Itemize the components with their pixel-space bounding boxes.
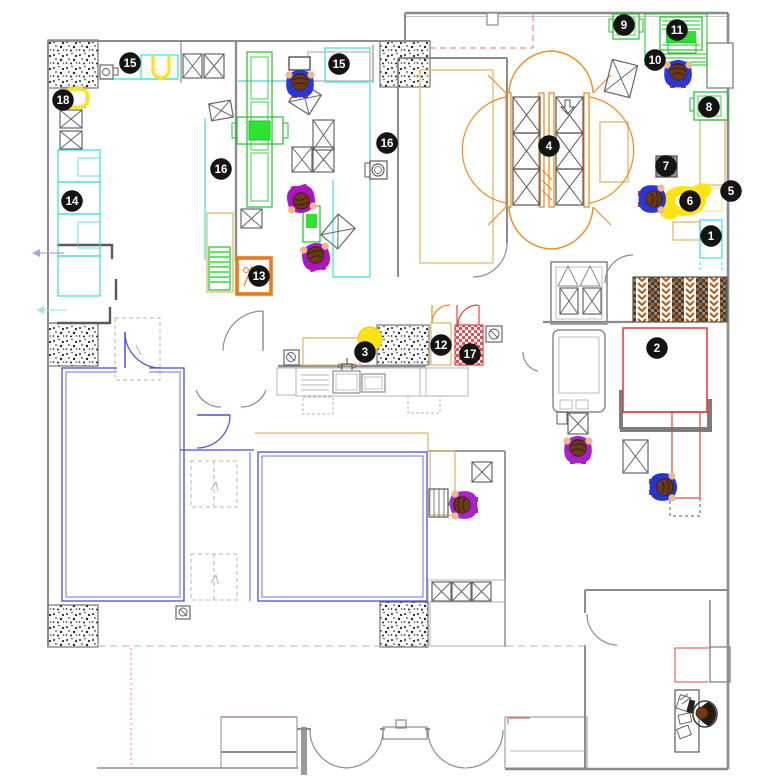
marker-6[interactable]: 6 <box>679 190 701 212</box>
svg-text:14: 14 <box>66 196 79 208</box>
x-table <box>512 168 541 206</box>
marker-8[interactable]: 8 <box>698 96 720 118</box>
svg-text:18: 18 <box>57 95 70 107</box>
red-elements <box>130 15 710 768</box>
marker-2[interactable]: 2 <box>646 337 668 359</box>
marker-15[interactable]: 15 <box>119 52 141 74</box>
x-table <box>622 439 649 474</box>
x-table <box>312 146 335 173</box>
x-table <box>471 581 492 602</box>
marker-17[interactable]: 17 <box>459 343 481 365</box>
person-figure <box>638 184 666 214</box>
person-figure <box>563 436 593 464</box>
x-table <box>59 130 83 150</box>
marker-1[interactable]: 1 <box>700 225 722 247</box>
marker-11[interactable]: 11 <box>666 19 688 41</box>
hatch-blocks <box>47 39 431 648</box>
x-table <box>603 58 639 99</box>
dashed-doors <box>114 317 701 647</box>
blue-rooms <box>61 331 428 602</box>
svg-text:5: 5 <box>728 186 735 198</box>
marker-16[interactable]: 16 <box>376 132 398 154</box>
x-table <box>582 287 602 315</box>
door-arcs <box>195 242 634 769</box>
marker-14[interactable]: 14 <box>61 190 83 212</box>
svg-text:1: 1 <box>708 231 715 243</box>
svg-text:16: 16 <box>381 138 394 150</box>
svg-text:8: 8 <box>706 102 713 114</box>
svg-text:17: 17 <box>464 349 477 361</box>
x-table <box>59 109 83 129</box>
svg-text:12: 12 <box>435 340 448 352</box>
x-table <box>451 581 472 602</box>
x-table <box>240 208 263 229</box>
svg-text:9: 9 <box>621 20 627 32</box>
svg-text:13: 13 <box>253 271 266 283</box>
marker-10[interactable]: 10 <box>644 49 666 71</box>
marker-9[interactable]: 9 <box>613 14 635 36</box>
svg-text:10: 10 <box>649 55 662 67</box>
x-table <box>431 581 452 602</box>
marker-12[interactable]: 12 <box>430 334 452 356</box>
marker-18[interactable]: 18 <box>52 89 74 111</box>
x-table <box>567 412 589 435</box>
svg-text:15: 15 <box>124 58 137 70</box>
x-table <box>291 146 313 173</box>
x-table <box>312 119 335 151</box>
person-figure <box>649 472 677 502</box>
person-figure <box>450 490 478 520</box>
marker-15[interactable]: 15 <box>328 53 350 75</box>
svg-text:4: 4 <box>546 141 553 153</box>
person-figure <box>285 70 315 98</box>
person-figure <box>300 242 330 273</box>
people <box>285 60 693 520</box>
person-figure <box>287 183 317 214</box>
svg-text:7: 7 <box>663 161 669 173</box>
x-table <box>559 287 579 315</box>
marker-16[interactable]: 16 <box>210 158 232 180</box>
marker-5[interactable]: 5 <box>720 180 742 202</box>
x-table <box>203 53 225 79</box>
person-figure <box>663 60 693 88</box>
x-table <box>207 99 235 122</box>
svg-text:15: 15 <box>333 59 346 71</box>
svg-text:11: 11 <box>671 25 684 37</box>
marker-7[interactable]: 7 <box>655 155 677 177</box>
x-table <box>182 53 203 79</box>
x-tables <box>59 53 649 602</box>
svg-text:3: 3 <box>362 347 368 359</box>
svg-text:6: 6 <box>687 196 693 208</box>
marker-13[interactable]: 13 <box>248 265 270 287</box>
x-table <box>320 213 356 250</box>
marker-3[interactable]: 3 <box>354 341 376 363</box>
svg-text:2: 2 <box>654 343 660 355</box>
marker-4[interactable]: 4 <box>538 135 560 157</box>
svg-text:16: 16 <box>215 164 228 176</box>
x-table <box>471 461 493 483</box>
x-table <box>555 168 584 206</box>
